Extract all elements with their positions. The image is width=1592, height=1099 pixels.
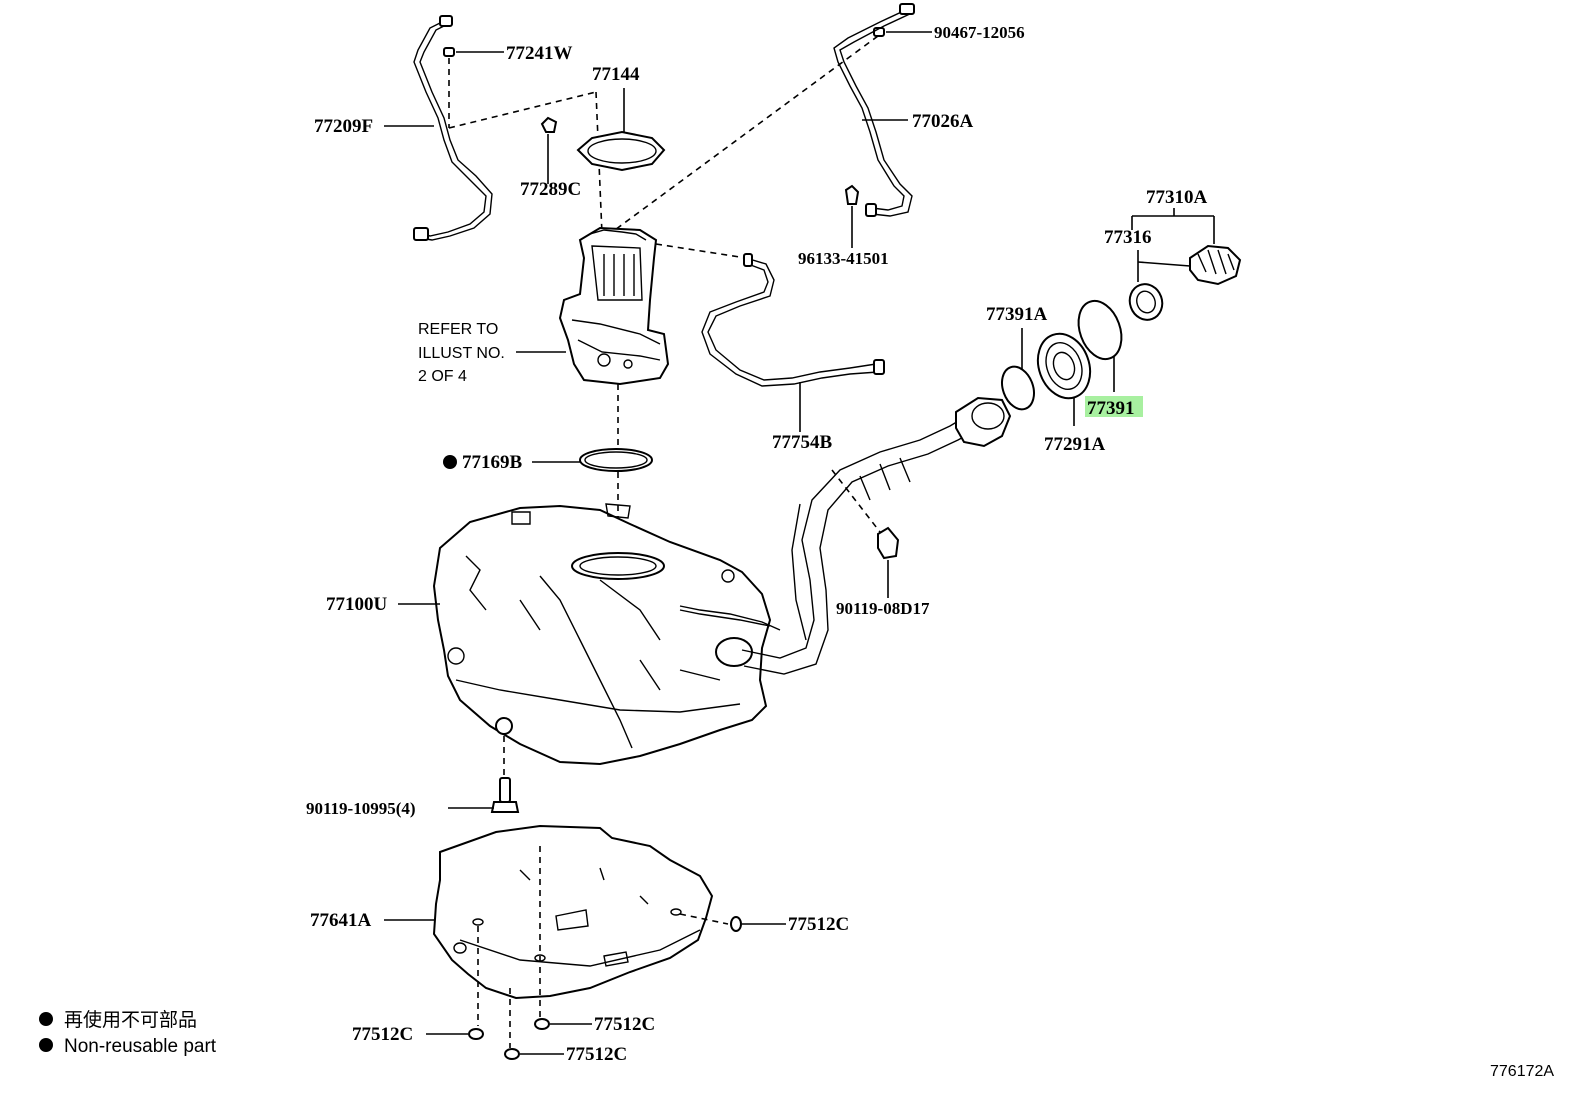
clip-96133-41501[interactable] xyxy=(844,184,860,205)
legend-text-jp: 再使用不可部品 xyxy=(64,1009,197,1031)
legend-bullet-jp xyxy=(39,1012,53,1026)
fuel-cap-77310A[interactable] xyxy=(1189,244,1242,286)
refer-note-line3: 2 OF 4 xyxy=(418,368,467,385)
clip-77512C-left[interactable] xyxy=(468,1028,484,1040)
label-77209F: 77209F xyxy=(314,116,373,137)
gasket-77391[interactable] xyxy=(1071,295,1129,365)
clip-77289C[interactable] xyxy=(540,116,558,133)
label-77144: 77144 xyxy=(592,64,640,85)
label-77241W: 77241W xyxy=(506,43,573,64)
vent-tube-77209F[interactable] xyxy=(413,15,493,241)
label-90119-10995: 90119-10995(4) xyxy=(306,799,416,818)
label-77026A: 77026A xyxy=(912,111,974,132)
legend-bullet-en xyxy=(39,1038,53,1052)
fuel-tank-77100U[interactable] xyxy=(432,503,772,766)
legend-text-en: Non-reusable part xyxy=(64,1036,217,1057)
clip-77512C-bottom[interactable] xyxy=(504,1048,520,1060)
protector-77641A[interactable] xyxy=(432,824,714,1000)
highlight-77391 xyxy=(1085,396,1143,417)
label-77641A: 77641A xyxy=(310,910,372,931)
bolt-90119-08D17[interactable] xyxy=(877,526,900,560)
label-77754B: 77754B xyxy=(772,432,833,453)
fuel-pump-module[interactable] xyxy=(558,226,670,386)
label-96133-41501: 96133-41501 xyxy=(798,249,889,268)
non-reusable-marker-77169B xyxy=(443,455,457,469)
label-77289C: 77289C xyxy=(520,179,581,200)
label-77310A: 77310A xyxy=(1146,187,1208,208)
refer-note-line2: ILLUST NO. xyxy=(418,345,505,362)
label-77512C-center: 77512C xyxy=(594,1014,655,1035)
filler-pipe[interactable] xyxy=(679,396,1012,675)
refer-note-line1: REFER TO xyxy=(418,321,498,338)
label-77100U: 77100U xyxy=(326,594,388,615)
label-90119-08D17: 90119-08D17 xyxy=(836,599,930,618)
gasket-77169B[interactable] xyxy=(579,448,653,472)
ring-77316[interactable] xyxy=(1125,280,1167,325)
clip-77512C-right[interactable] xyxy=(730,916,742,932)
label-77391A: 77391A xyxy=(986,304,1048,325)
label-77512C-bottom: 77512C xyxy=(566,1044,627,1065)
label-77391[interactable]: 77391 xyxy=(1087,398,1135,419)
retainer-ring-77144[interactable] xyxy=(576,130,666,172)
label-77512C-left: 77512C xyxy=(352,1024,413,1045)
bolt-90119-10995[interactable] xyxy=(490,777,520,813)
filler-neck-seal-77291A[interactable] xyxy=(1029,326,1099,405)
figure-code: 776172A xyxy=(1490,1063,1554,1080)
label-77316: 77316 xyxy=(1104,227,1152,248)
clip-77512C-center[interactable] xyxy=(534,1018,550,1030)
label-77291A: 77291A xyxy=(1044,434,1106,455)
clip-77241W[interactable] xyxy=(443,47,455,57)
label-90467-12056: 90467-12056 xyxy=(934,23,1025,42)
hose-77754B[interactable] xyxy=(701,253,885,387)
label-77169B: 77169B xyxy=(462,452,523,473)
label-77512C-right: 77512C xyxy=(788,914,849,935)
gasket-77391A[interactable] xyxy=(996,362,1039,414)
